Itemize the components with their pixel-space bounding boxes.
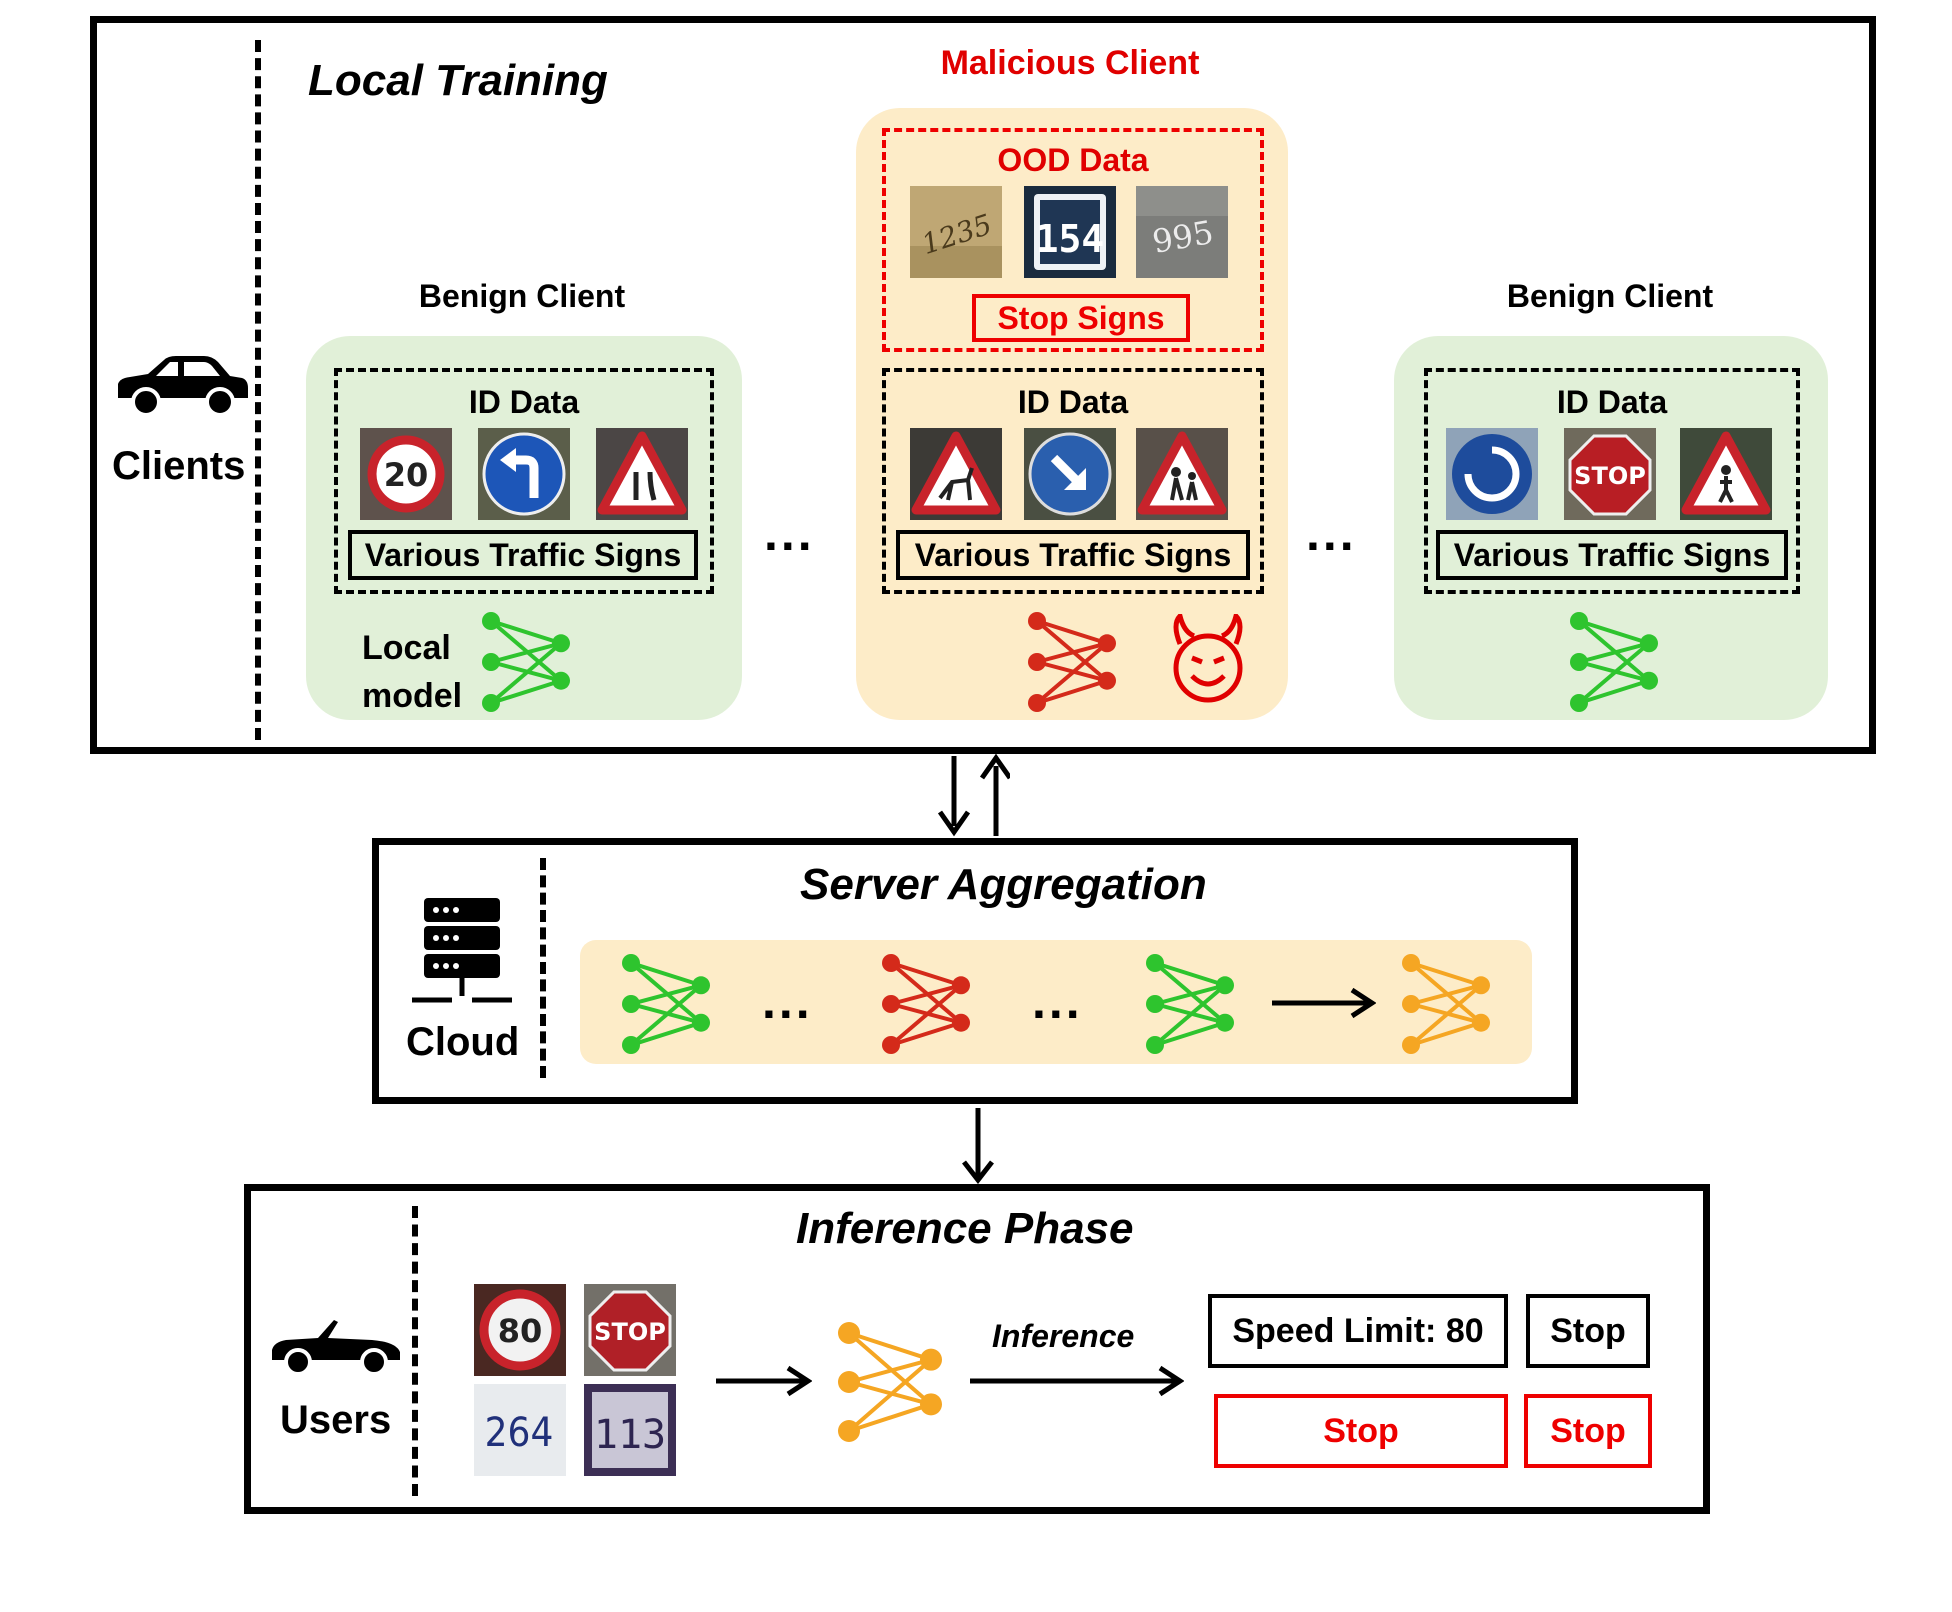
deer-crossing-sign-image <box>910 428 1002 520</box>
svg-text:154: 154 <box>1036 217 1105 261</box>
devil-icon <box>1166 611 1250 704</box>
input-arrow <box>716 1364 813 1398</box>
inference-phase-title: Inference Phase <box>796 1204 1134 1253</box>
malicious-client-label: Malicious Client <box>940 44 1200 82</box>
cloud-divider <box>540 858 546 1078</box>
convertible-car-icon <box>268 1316 404 1378</box>
house-number-264-image: 264 <box>474 1384 566 1476</box>
inference-arrow-label: Inference <box>992 1318 1135 1354</box>
benign-client-right-card <box>1394 336 1828 720</box>
pedestrian-sign-image <box>1680 428 1772 520</box>
down-arrow <box>958 1104 998 1185</box>
server-icon <box>410 896 514 1008</box>
ood-data-title: OOD Data <box>997 142 1149 178</box>
svg-text:264: 264 <box>485 1409 554 1455</box>
id-data-title: ID Data <box>468 384 580 420</box>
id-data-title: ID Data <box>1017 384 1129 420</box>
benign-client-left-card <box>306 336 742 720</box>
house-number-995-image: 995 <box>1136 186 1228 278</box>
id-data-title: ID Data <box>1556 384 1668 420</box>
house-number-113-image: 113 <box>584 1384 676 1476</box>
benign-client-right-title: Benign Client <box>1506 278 1714 314</box>
stop-signs-tag: Stop Signs <box>972 294 1190 342</box>
roundabout-sign-image <box>1446 428 1538 520</box>
result-stop: Stop <box>1526 1294 1650 1368</box>
malicious-id-data-box: ID Data <box>882 368 1264 594</box>
svg-text:STOP: STOP <box>594 1318 666 1346</box>
benign-right-various-signs-tag: Various Traffic Signs <box>1436 530 1788 580</box>
users-divider <box>412 1206 418 1496</box>
benign-left-id-data-box: ID Data <box>334 368 714 594</box>
local-model-label-line1: Local <box>362 629 451 667</box>
ellipsis-right: ... <box>1306 505 1357 561</box>
benign-client-left-title: Benign Client <box>418 278 626 314</box>
malicious-various-signs-tag: Various Traffic Signs <box>896 530 1250 580</box>
house-number-1235-image: 1235 <box>910 186 1002 278</box>
result-speed-limit-80: Speed Limit: 80 <box>1208 1294 1508 1368</box>
global-model-icon <box>836 1320 944 1444</box>
clients-divider <box>255 40 261 740</box>
inference-arrow <box>970 1364 1185 1398</box>
neural-network-icon <box>1026 610 1118 714</box>
benign-left-various-signs-tag: Various Traffic Signs <box>348 530 698 580</box>
server-ellipsis-1: ... <box>762 973 813 1029</box>
down-up-arrows <box>930 752 1013 838</box>
local-model-label: Local model <box>362 624 462 720</box>
car-icon <box>112 350 252 420</box>
aggregation-arrow <box>1272 986 1377 1020</box>
stop-sign-input-image: STOP <box>584 1284 676 1376</box>
neural-network-icon <box>1568 610 1660 714</box>
neural-network-icon <box>880 952 972 1056</box>
cloud-label: Cloud <box>406 1020 520 1064</box>
stop-sign-image: STOP <box>1564 428 1656 520</box>
road-narrows-sign-image <box>596 428 688 520</box>
server-aggregation-title: Server Aggregation <box>800 860 1207 909</box>
speed-limit-20-sign-image: 20 <box>360 428 452 520</box>
result-attacked-stop-2: Stop <box>1524 1394 1652 1468</box>
speed-limit-80-image: 80 <box>474 1284 566 1376</box>
svg-text:80: 80 <box>498 1312 543 1350</box>
svg-text:STOP: STOP <box>1574 462 1646 490</box>
turn-left-sign-image <box>478 428 570 520</box>
server-ellipsis-2: ... <box>1032 973 1083 1029</box>
global-model-icon <box>1400 952 1492 1056</box>
ellipsis-left: ... <box>764 505 815 561</box>
local-model-label-line2: model <box>362 677 463 715</box>
keep-right-sign-image <box>1024 428 1116 520</box>
svg-text:113: 113 <box>594 1412 666 1458</box>
clients-label: Clients <box>112 444 246 488</box>
svg-text:20: 20 <box>384 456 429 494</box>
neural-network-icon <box>1144 952 1236 1056</box>
ood-data-box: OOD Data <box>882 128 1264 352</box>
local-training-title: Local Training <box>308 56 608 105</box>
result-attacked-stop-1: Stop <box>1214 1394 1508 1468</box>
house-number-154-image: 154 <box>1024 186 1116 278</box>
users-label: Users <box>280 1398 392 1442</box>
neural-network-icon <box>480 610 572 714</box>
children-crossing-sign-image <box>1136 428 1228 520</box>
benign-right-id-data-box: ID Data <box>1424 368 1800 594</box>
neural-network-icon <box>620 952 712 1056</box>
